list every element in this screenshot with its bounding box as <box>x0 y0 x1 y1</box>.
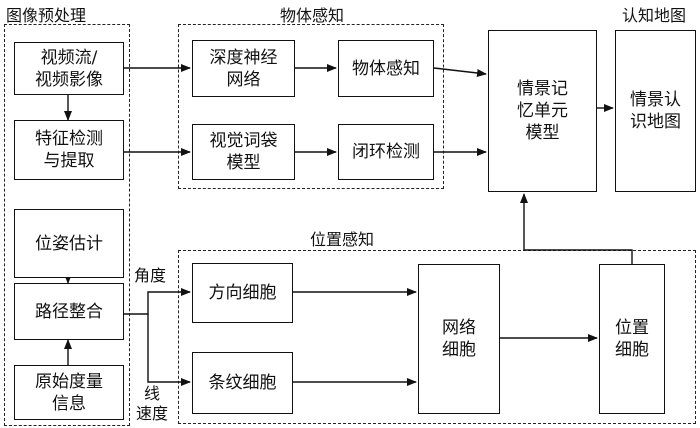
angle-label: 角度 <box>134 266 167 285</box>
raw-metric-box: 原始度量 信息 <box>14 365 124 420</box>
loop-closure-box: 闭环检测 <box>338 124 434 180</box>
video-stream-box: 视频流/ 视频影像 <box>14 42 124 95</box>
position-perception-label: 位置感知 <box>310 230 375 249</box>
head-direction-cell-box: 方向细胞 <box>192 263 293 323</box>
position-perception-group <box>178 250 696 424</box>
linear-velocity-label: 线 速度 <box>136 384 169 423</box>
place-cell-box: 位置 细胞 <box>599 264 665 414</box>
pose-estimation-box: 位姿估计 <box>14 209 124 278</box>
object-perception-group <box>178 24 444 189</box>
preprocess-group <box>4 24 130 426</box>
cognitive-map-label: 认知地图 <box>622 6 687 25</box>
deep-neural-network-box: 深度神经 网络 <box>192 40 295 97</box>
grid-cell-box: 网络 细胞 <box>418 264 500 414</box>
preprocess-label: 图像预处理 <box>6 6 87 25</box>
episodic-cognitive-map-box: 情景认 识地图 <box>615 30 696 192</box>
path-integration-box: 路径整合 <box>14 283 124 340</box>
bag-of-words-box: 视觉词袋 模型 <box>192 124 295 180</box>
object-perception-box: 物体感知 <box>338 40 434 97</box>
feature-extraction-box: 特征检测 与提取 <box>14 120 124 180</box>
episodic-memory-box: 情景记 忆单元 模型 <box>488 30 597 192</box>
object-perception-label: 物体感知 <box>280 6 345 25</box>
stripe-cell-box: 条纹细胞 <box>192 352 293 414</box>
